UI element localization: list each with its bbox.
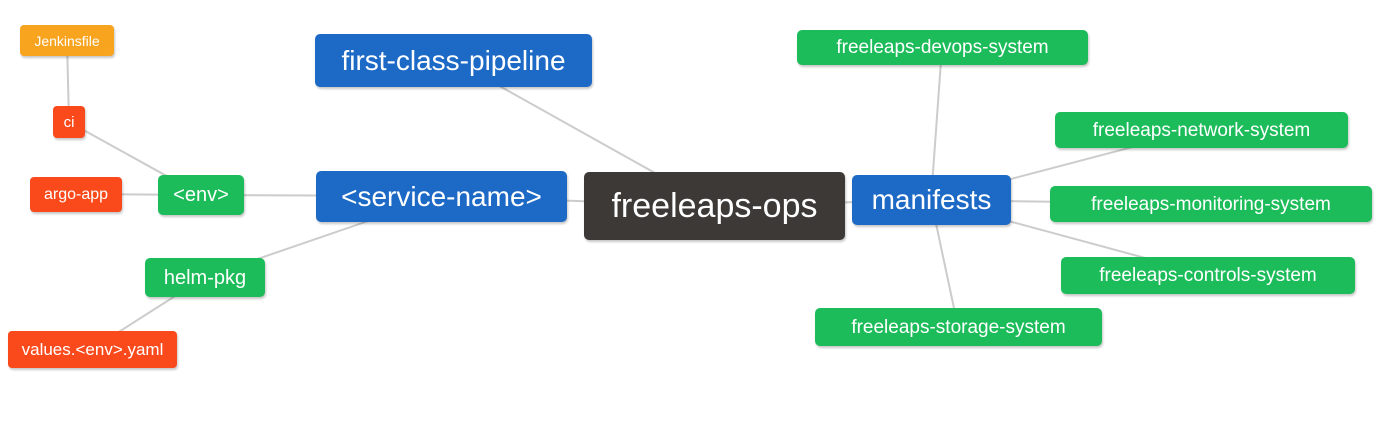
node-manifests[interactable]: manifests	[852, 175, 1011, 225]
node-argo-app[interactable]: argo-app	[30, 177, 122, 212]
node-service-name[interactable]: <service-name>	[316, 171, 567, 222]
node-values-env-yaml[interactable]: values.<env>.yaml	[8, 331, 177, 368]
node-freeleaps-storage-system[interactable]: freeleaps-storage-system	[815, 308, 1102, 346]
node-ci[interactable]: ci	[53, 106, 85, 138]
node-helm-pkg[interactable]: helm-pkg	[145, 258, 265, 297]
node-freeleaps-monitoring-system[interactable]: freeleaps-monitoring-system	[1050, 186, 1372, 222]
node-freeleaps-devops-system[interactable]: freeleaps-devops-system	[797, 30, 1088, 65]
node-first-class-pipeline[interactable]: first-class-pipeline	[315, 34, 592, 87]
node-freeleaps-controls-system[interactable]: freeleaps-controls-system	[1061, 257, 1355, 294]
edge-manifests-devops-system	[930, 46, 943, 201]
node-env[interactable]: <env>	[158, 175, 244, 215]
node-freeleaps-ops-root[interactable]: freeleaps-ops	[584, 172, 845, 240]
node-freeleaps-network-system[interactable]: freeleaps-network-system	[1055, 112, 1348, 148]
node-jenkinsfile[interactable]: Jenkinsfile	[20, 25, 114, 56]
